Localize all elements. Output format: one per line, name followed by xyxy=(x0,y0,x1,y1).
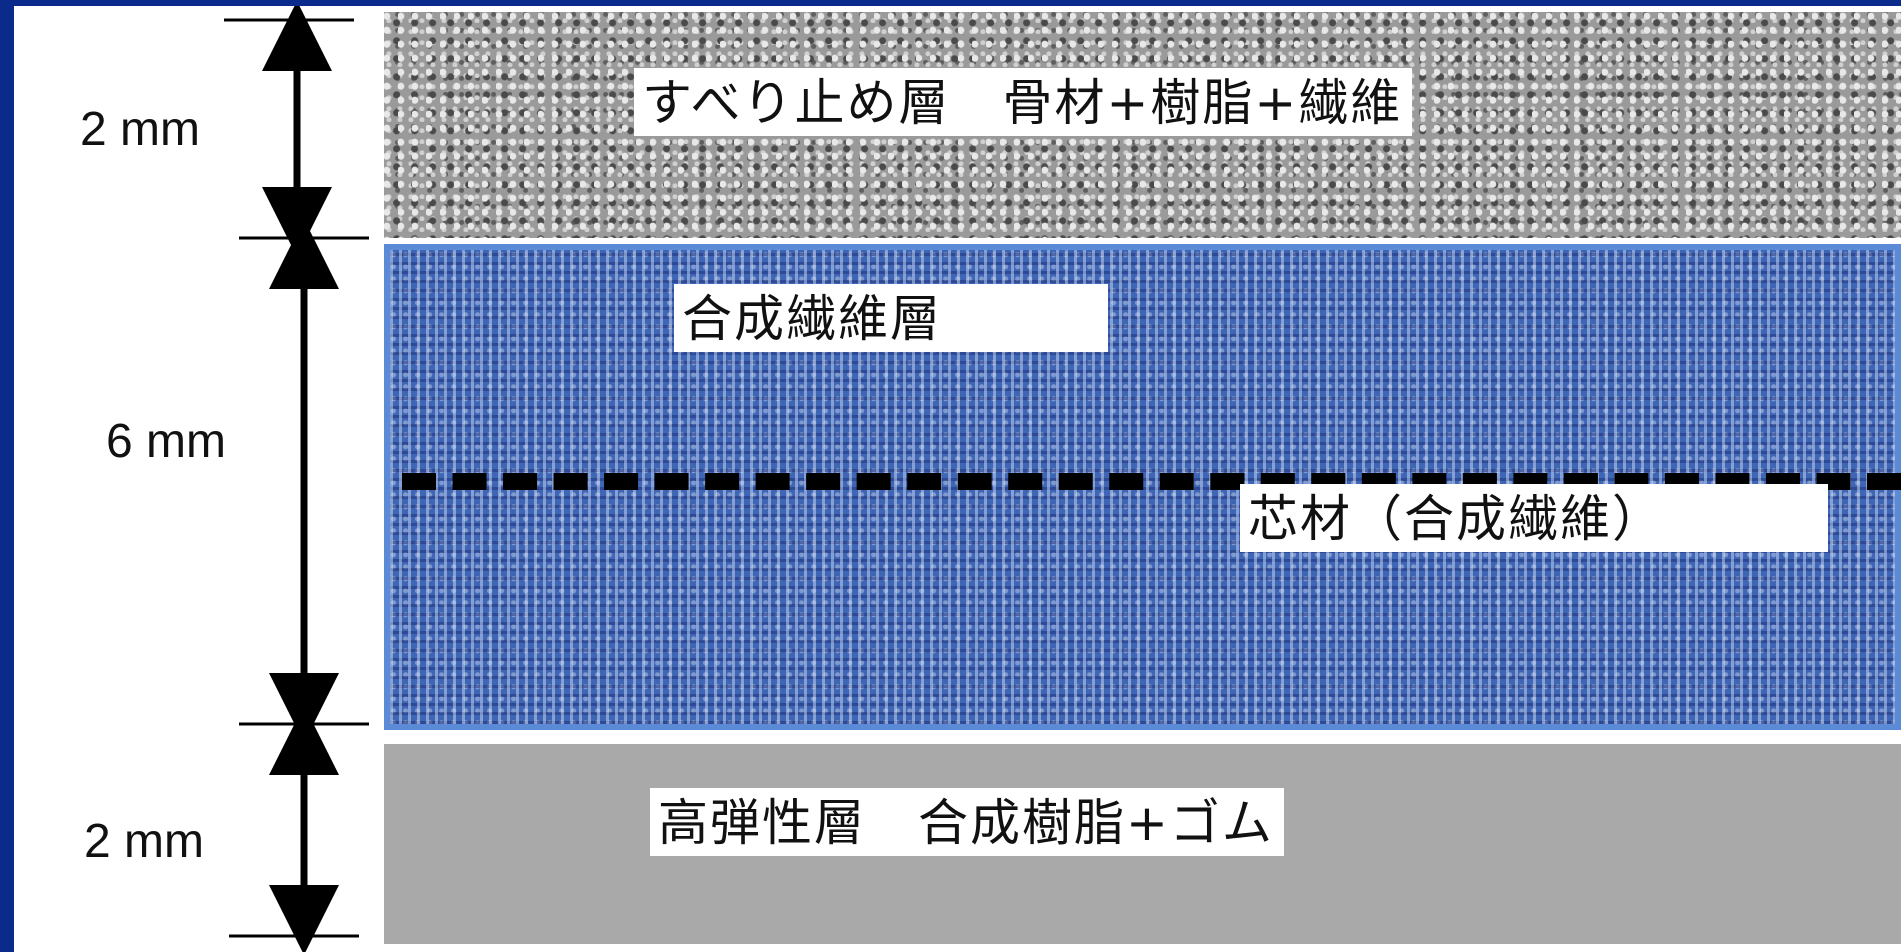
non-slip-layer-label: すべり止め層 骨材+樹脂+繊維 xyxy=(634,68,1413,136)
dimension-middle-label: 6 mm xyxy=(106,415,226,468)
dimension-bottom-label: 2 mm xyxy=(84,815,204,868)
high-elasticity-layer-label: 高弾性層 合成樹脂+ゴム xyxy=(650,788,1284,856)
synthetic-fiber-layer-label: 合成繊維層 xyxy=(674,284,1108,352)
diagram-canvas: すべり止め層 骨材+樹脂+繊維 合成繊維層 芯材（合成繊維） 高弾性層 合成樹脂… xyxy=(14,6,1901,952)
core-material-label: 芯材（合成繊維） xyxy=(1240,484,1828,552)
dimension-top-label: 2 mm xyxy=(80,103,200,156)
dimension-lines xyxy=(224,6,369,952)
